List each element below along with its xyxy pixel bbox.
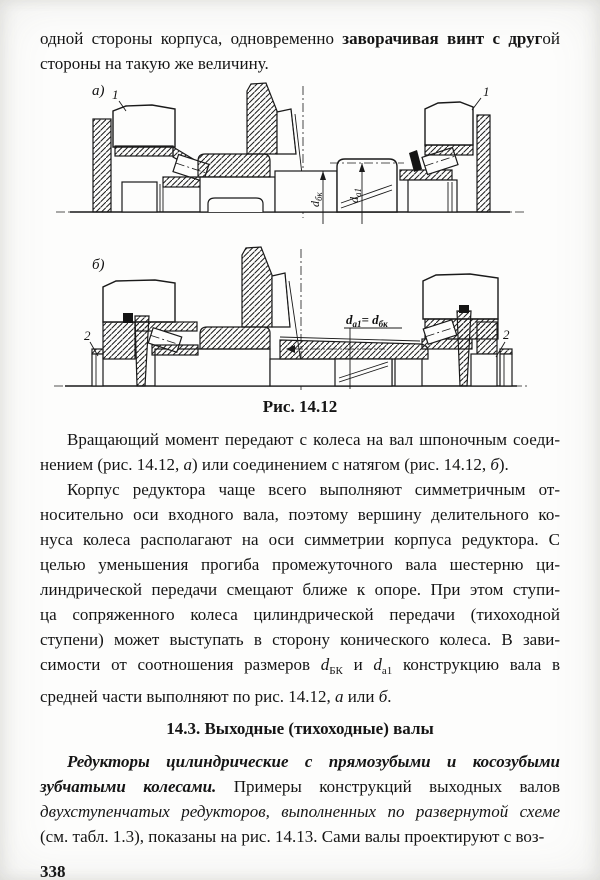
text-line: ступени) может выступать в сторону конич…	[40, 630, 560, 649]
wheel-hub	[197, 153, 271, 178]
shaft-section	[121, 181, 158, 213]
paragraph-3: Редукторы цилиндрические с прямозубыми и…	[40, 749, 560, 849]
seal-pin	[123, 313, 133, 323]
callout-2-right: 2	[503, 327, 510, 342]
paragraph-1: Вращающий момент передают с колеса на ва…	[40, 427, 560, 477]
wheel-hub	[199, 326, 271, 350]
figure-drawing: а) 1	[54, 82, 528, 390]
housing-wall	[92, 118, 112, 213]
callout-1-right: 1	[483, 84, 490, 99]
text-line: носительно оси входного вала, поэтому ве…	[40, 505, 560, 524]
svg-text:dа1= dбк: dа1= dбк	[346, 312, 388, 329]
text-line: симости от соотношения размеров dБК и dа…	[40, 655, 560, 677]
paragraph-2: Корпус редуктора чаще всего выполняют си…	[40, 477, 560, 709]
text-line: одной стороны корпуса, одновременно заво…	[40, 29, 560, 48]
page-number: 338	[40, 862, 66, 880]
dimension-da1: dа1	[347, 163, 365, 224]
text-line: нуса колеса располагают на оси симметрии…	[40, 530, 560, 549]
text-line: целью уменьшения прогиба промежуточного …	[40, 555, 560, 574]
text-line: ца сопряженного колеса цилиндрической пе…	[40, 605, 560, 624]
bushing-wedge	[456, 310, 472, 387]
figure-b-label: б)	[92, 257, 105, 273]
svg-text:dа1: dа1	[347, 188, 363, 203]
text-line: двухступенчатых редукторов, выполненных …	[40, 802, 560, 821]
shaft-section	[407, 179, 458, 213]
bearing-cap	[112, 104, 176, 148]
text-line: Корпус редуктора чаще всего выполняют си…	[67, 480, 560, 499]
housing-block	[102, 321, 136, 360]
shaft-end	[91, 353, 104, 387]
section-heading: 14.3. Выходные (тихоходные) валы	[166, 719, 434, 738]
text-line: стороны на такую же величину.	[40, 54, 269, 73]
shaft-step	[336, 158, 398, 213]
text-line: Вращающий момент передают с колеса на ва…	[67, 430, 560, 449]
figure-b: б) 2	[54, 246, 528, 390]
figure-14-12: а) 1	[40, 81, 560, 393]
top-paragraph: одной стороны корпуса, одновременно заво…	[40, 26, 560, 76]
text-line: линдрической передачи смещают ближе к оп…	[40, 580, 560, 599]
mount-arrow	[286, 345, 295, 353]
shaft-mid	[274, 170, 338, 213]
callout-2-left: 2	[84, 328, 91, 343]
text-line: нением (рис. 14.12, а) или соединением с…	[40, 455, 509, 474]
shaft-sleeve	[279, 339, 429, 360]
bevel-gear	[241, 246, 273, 328]
dimension-da1-equals-dbk: dа1= dбк	[344, 312, 402, 389]
text-line: (см. табл. 1.3), показаны на рис. 14.13.…	[40, 827, 545, 846]
text-line: Редукторы цилиндрические с прямозубыми и…	[67, 752, 560, 771]
callout-1-left: 1	[112, 87, 119, 102]
seal-pin	[459, 305, 469, 313]
figure-a: а) 1	[56, 82, 524, 224]
shaft-end	[499, 353, 513, 387]
seal-pin	[409, 150, 422, 172]
roller-bearing	[422, 319, 458, 345]
housing-wall	[476, 114, 491, 213]
text-line: зубчатыми колесами. Примеры конструкций …	[40, 777, 560, 796]
text-line: средней части выполняют по рис. 14.12, а…	[40, 687, 392, 706]
bevel-gear	[246, 82, 278, 155]
figure-caption: Рис. 14.12	[262, 397, 338, 416]
page-content: одной стороны корпуса, одновременно заво…	[40, 26, 560, 880]
bushing-wedge	[134, 315, 150, 387]
dimension-dbk: dбк	[308, 171, 326, 224]
bearing-cap	[424, 101, 474, 146]
figure-a-label: а)	[92, 83, 105, 99]
svg-text:dбк: dбк	[308, 191, 324, 207]
